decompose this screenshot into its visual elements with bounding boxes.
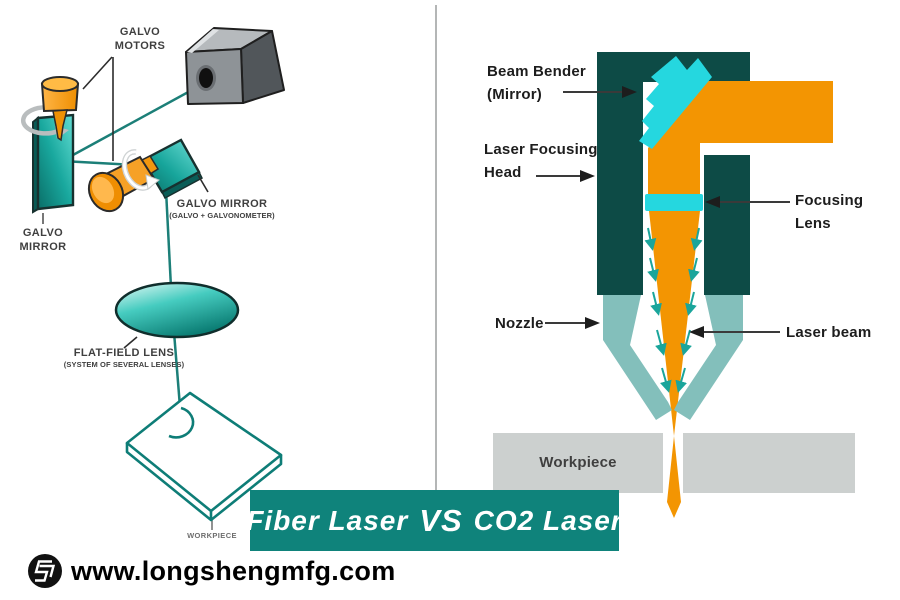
flat-field-lens-label: FLAT-FIELD LENS (SYSTEM OF SEVERAL LENSE… <box>48 346 200 370</box>
beam-bender-label: Beam Bender (Mirror) <box>487 61 586 106</box>
galvo-mirror-full-line2: (GALVO + GALVONOMETER) <box>169 211 275 221</box>
galvo-mirror-galvonometer-label: GALVO MIRROR (GALVO + GALVONOMETER) <box>156 197 288 221</box>
rotation-arrow-2 <box>121 149 160 191</box>
galvo-mirror-1 <box>32 113 75 214</box>
galvo-motor-2 <box>87 155 160 213</box>
website-url: www.longshengmfg.com <box>71 555 396 586</box>
galvo-motor-1 <box>40 76 80 142</box>
focusing-lens-label: Focusing Lens <box>795 192 864 232</box>
workpiece-sheet <box>125 391 283 522</box>
laser-focusing-head-line1: Laser Focusing <box>484 141 598 158</box>
laser-cut-curve <box>168 406 195 439</box>
laser-focusing-head-label: Laser Focusing Head <box>484 139 598 184</box>
banner-vs: VS <box>419 502 463 538</box>
laser-beam-label: Laser beam <box>786 324 872 341</box>
galvo-motors-label: GALVO MOTORS <box>104 25 176 54</box>
gas-flow-arrows <box>644 227 703 393</box>
galvo-mirror-line2: MIRROR <box>19 241 67 254</box>
workpiece-left-label: WORKPIECE <box>187 531 237 540</box>
galvo-motors-line1: GALVO <box>119 26 161 38</box>
laser-source-icon <box>185 27 285 105</box>
focusing-lens-shape <box>645 194 703 211</box>
workpiece-right-label: Workpiece <box>539 454 617 471</box>
beam-bender-mirror <box>639 56 712 149</box>
banner-fiber-laser: Fiber Laser <box>246 504 409 536</box>
footer-brand: www.longshengmfg.com <box>26 552 396 590</box>
banner-co2-laser: CO2 Laser <box>473 504 623 536</box>
galvo-mirror-label: GALVO MIRROR <box>8 226 78 255</box>
flat-field-lens-line2: (SYSTEM OF SEVERAL LENSES) <box>63 360 185 370</box>
laser-focusing-head-line2: Head <box>484 163 522 181</box>
workpiece-slabs <box>493 433 855 493</box>
comparison-title-banner: Fiber Laser VS CO2 Laser <box>246 490 622 551</box>
nozzle-right-wall <box>674 295 743 420</box>
galvo-mirror-full-line1: GALVO MIRROR <box>176 198 268 210</box>
co2-laser-beam-shape <box>648 81 833 518</box>
galvo-motors-pointer-lines <box>82 56 114 161</box>
flat-field-lens-line1: FLAT-FIELD LENS <box>73 347 175 359</box>
nozzle-label: Nozzle <box>495 315 544 332</box>
galvo-mirror-line1: GALVO <box>22 227 64 239</box>
right-label-arrows <box>536 86 790 338</box>
longsheng-logo-icon <box>28 554 62 588</box>
beam-bender-line1: Beam Bender <box>487 63 586 80</box>
left-label-pointers <box>42 174 213 530</box>
nozzle-left-wall <box>603 295 672 420</box>
galvo-motors-line2: MOTORS <box>114 40 166 53</box>
beam-bender-line2: (Mirror) <box>487 85 542 103</box>
flat-field-lens <box>114 281 240 339</box>
